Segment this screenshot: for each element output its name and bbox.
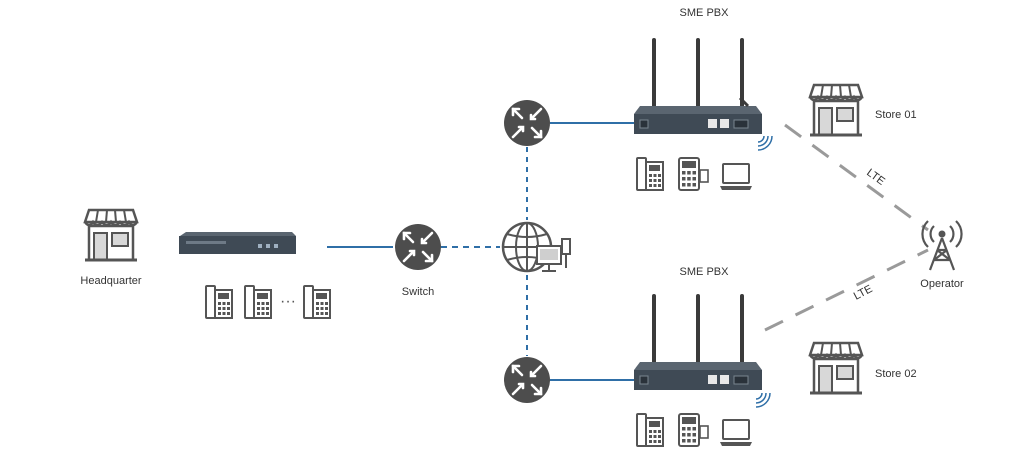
cell-tower-icon xyxy=(921,220,963,271)
desk-phone-icon xyxy=(205,285,233,319)
desk-phone-icon xyxy=(636,413,664,447)
sme-pbx-bottom: SME PBX xyxy=(632,266,771,408)
store-02-node: Store 02 xyxy=(808,341,917,395)
pbx-bottom-label: SME PBX xyxy=(680,266,730,278)
lte-top-label: LTE xyxy=(864,167,887,188)
store-icon xyxy=(808,83,864,137)
operator-node: Operator xyxy=(920,220,964,290)
pbx-top-label: SME PBX xyxy=(680,7,730,19)
pos-terminal-icon xyxy=(678,157,709,191)
store-icon xyxy=(83,208,139,262)
router-icon xyxy=(502,355,552,405)
pbx-device xyxy=(632,294,764,392)
switch-node: Switch xyxy=(393,222,443,298)
store-02-label: Store 02 xyxy=(875,368,917,380)
store-01-label: Store 01 xyxy=(875,109,917,121)
links xyxy=(327,122,929,381)
operator-label: Operator xyxy=(920,278,964,290)
desk-phone-icon xyxy=(303,285,331,319)
switch-label: Switch xyxy=(402,286,434,298)
lte-link-bottom xyxy=(764,248,929,332)
lte-link-top xyxy=(784,123,929,232)
hq-pbx-appliance xyxy=(179,232,296,254)
wireless-icon xyxy=(757,135,773,151)
bottom-endpoints xyxy=(636,413,753,447)
wireless-icon xyxy=(755,392,771,408)
laptop-icon xyxy=(719,163,753,191)
desk-phone-icon xyxy=(244,285,272,319)
hq-phones: ··· xyxy=(205,285,331,319)
top-endpoints xyxy=(636,157,753,191)
store-01-node: Store 01 xyxy=(808,83,917,137)
sme-pbx-top: SME PBX xyxy=(632,7,773,151)
desk-phone-icon xyxy=(636,157,664,191)
globe-computer-icon xyxy=(501,221,571,273)
router-icon xyxy=(502,98,552,148)
router-icon xyxy=(393,222,443,272)
headquarter-label: Headquarter xyxy=(80,275,141,287)
pos-terminal-icon xyxy=(678,413,709,447)
pbx-device xyxy=(632,38,764,136)
phones-ellipsis: ··· xyxy=(280,293,296,310)
store-icon xyxy=(808,341,864,395)
laptop-icon xyxy=(719,419,753,447)
lte-bottom-label: LTE xyxy=(852,283,875,303)
headquarter-node: Headquarter xyxy=(80,208,142,287)
